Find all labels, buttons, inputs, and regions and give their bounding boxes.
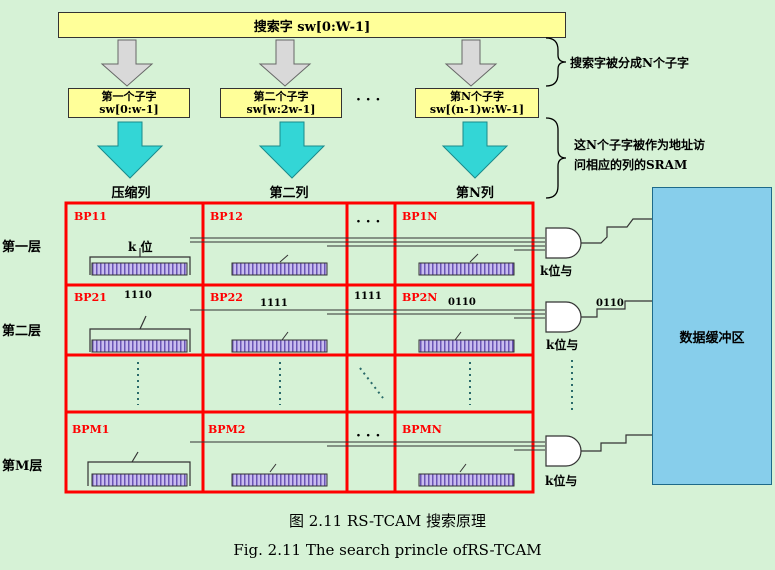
block-label-bp1n: BP1N bbox=[402, 210, 438, 223]
bits-bp22: 1111 bbox=[260, 298, 288, 309]
note-address-line2: 问相应的列的SRAM bbox=[574, 158, 688, 172]
sram-row-bpmn bbox=[418, 473, 515, 487]
bits-mid: 1111 bbox=[354, 291, 382, 302]
sram-row-bpm2 bbox=[231, 473, 328, 487]
search-word-bar: 搜索字 sw[0:W-1] bbox=[58, 12, 566, 38]
subword-range-2: sw[w:2w-1] bbox=[246, 103, 316, 116]
block-label-bpm1: BPM1 bbox=[72, 423, 110, 436]
subword-box-2: 第二个子字 sw[w:2w-1] bbox=[220, 88, 342, 118]
column-header-2: 第二列 bbox=[269, 186, 309, 201]
pointer-bp2n bbox=[454, 331, 462, 341]
brace-split bbox=[545, 37, 567, 87]
subword-title-3: 第N个子字 bbox=[449, 90, 505, 103]
and-gate-2 bbox=[545, 301, 582, 333]
layer-label-M: 第M层 bbox=[2, 459, 43, 474]
gate-out-bits: 0110 bbox=[596, 298, 624, 309]
k-bit-label: k 位 bbox=[128, 240, 153, 254]
layer-label-1: 第一层 bbox=[2, 240, 42, 255]
sram-row-bp22 bbox=[231, 339, 328, 353]
grid-ellipsis-top: · · · bbox=[356, 214, 381, 230]
block-label-bp11: BP11 bbox=[74, 210, 107, 223]
data-buffer-label: 数据缓冲区 bbox=[679, 330, 745, 346]
pointer-bpm2 bbox=[269, 463, 277, 473]
address-arrow-3 bbox=[441, 121, 509, 179]
bits-bp2n: 0110 bbox=[448, 297, 476, 308]
subword-box-3: 第N个子字 sw[(n-1)w:W-1] bbox=[415, 88, 539, 118]
subword-range-1: sw[0:w-1] bbox=[99, 103, 159, 116]
figure-caption-cn: 图 2.11 RS-TCAM 搜索原理 bbox=[288, 512, 487, 530]
sram-rows-layerM bbox=[91, 473, 515, 487]
data-buffer: 数据缓冲区 bbox=[652, 187, 772, 485]
subword-title-1: 第一个子字 bbox=[101, 90, 157, 103]
pointer-bp12 bbox=[279, 254, 289, 263]
subword-box-1: 第一个子字 sw[0:w-1] bbox=[68, 88, 190, 118]
sram-grid bbox=[64, 201, 535, 494]
address-arrow-2 bbox=[258, 121, 326, 179]
block-label-bpm2: BPM2 bbox=[208, 423, 246, 436]
sram-row-bp21 bbox=[91, 339, 188, 353]
pointer-bp1n bbox=[469, 253, 479, 263]
sram-row-bpm1 bbox=[91, 473, 188, 487]
gate-label-M: k位与 bbox=[545, 474, 578, 488]
gate-out-M bbox=[581, 434, 652, 452]
and-gate-1 bbox=[545, 227, 582, 259]
split-arrow-1 bbox=[100, 39, 154, 87]
gate-label-2: k位与 bbox=[546, 338, 579, 352]
split-arrow-2 bbox=[258, 39, 312, 87]
block-label-bp21: BP21 bbox=[74, 291, 107, 304]
bits-bp21: 1110 bbox=[124, 290, 152, 301]
block-label-bp22: BP22 bbox=[210, 291, 243, 304]
layer-label-2: 第二层 bbox=[2, 324, 42, 339]
sram-rows-layer2 bbox=[91, 339, 515, 353]
and-gate-M bbox=[545, 435, 582, 467]
subword-range-3: sw[(n-1)w:W-1] bbox=[429, 103, 525, 116]
sram-row-bp12 bbox=[231, 262, 328, 276]
subword-ellipsis: · · · bbox=[356, 92, 381, 108]
split-arrows bbox=[100, 39, 498, 87]
pointer-bp22 bbox=[281, 331, 289, 341]
note-split: 搜索字被分成N个子字 bbox=[570, 56, 689, 70]
address-arrows bbox=[96, 121, 509, 179]
sram-row-bp2n bbox=[418, 339, 515, 353]
gate-out-1 bbox=[581, 218, 652, 244]
address-arrow-1 bbox=[96, 121, 164, 179]
figure-caption-en: Fig. 2.11 The search princle ofRS-TCAM bbox=[233, 541, 542, 559]
gate-label-1: k位与 bbox=[540, 264, 573, 278]
search-word-label: 搜索字 sw[0:W-1] bbox=[253, 19, 371, 35]
note-address-line1: 这N个子字被作为地址访 bbox=[574, 138, 705, 152]
brace-address bbox=[545, 117, 567, 199]
block-label-bp2n: BP2N bbox=[402, 291, 438, 304]
sram-row-bp1n bbox=[418, 262, 515, 276]
subword-title-2: 第二个子字 bbox=[253, 90, 309, 103]
column-header-1: 压缩列 bbox=[111, 186, 151, 201]
select-bracket-bpm1 bbox=[87, 461, 191, 486]
split-arrow-3 bbox=[444, 39, 498, 87]
block-label-bpmn: BPMN bbox=[402, 423, 442, 436]
gate-out-2 bbox=[581, 300, 652, 318]
sram-rows-layer1 bbox=[91, 262, 515, 276]
block-label-bp12: BP12 bbox=[210, 210, 243, 223]
grid-ellipsis-bottom: · · · bbox=[356, 428, 381, 444]
column-header-3: 第N列 bbox=[456, 186, 494, 201]
sram-row-bp11 bbox=[91, 262, 188, 276]
pointer-bpmn bbox=[459, 463, 467, 473]
